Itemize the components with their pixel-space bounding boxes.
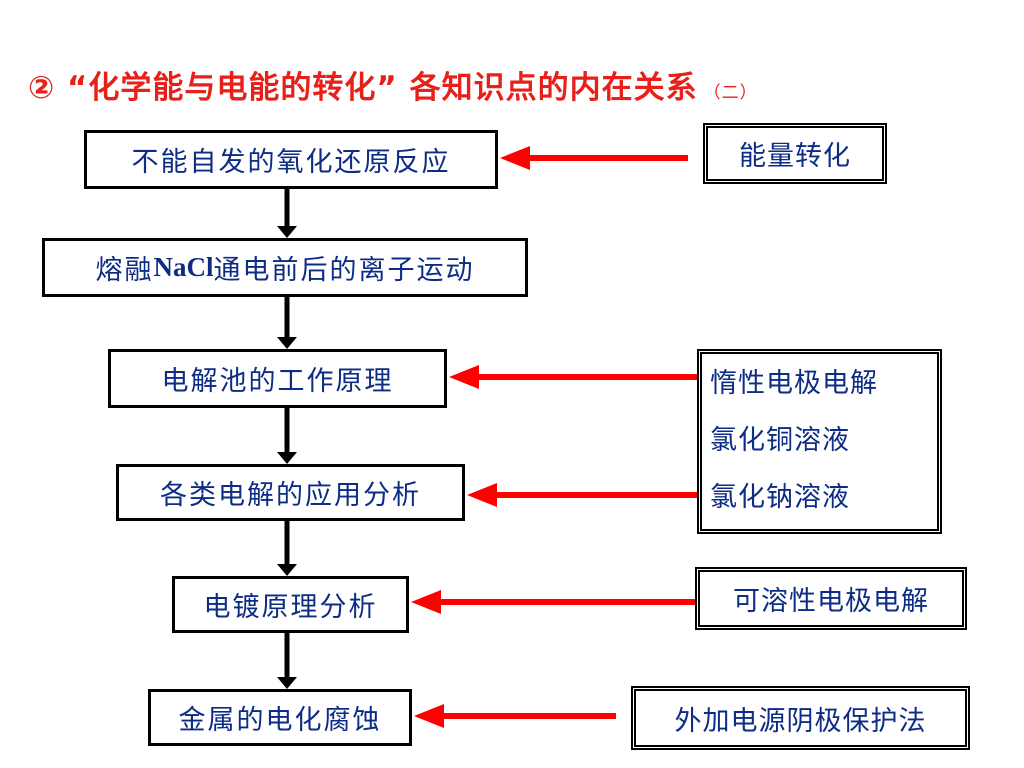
- note-inert-line-1: 惰性电极电解: [710, 368, 878, 399]
- title-main: ② “化学能与电能的转化” 各知识点的内在关系: [28, 70, 698, 106]
- side-arrowhead-energy: [500, 146, 530, 170]
- step-box-5: 电镀原理分析: [172, 576, 409, 633]
- step-label-4: 各类电解的应用分析: [160, 480, 421, 511]
- note-inert-electrolysis: 惰性电极电解 氯化铜溶液 氯化钠溶液: [697, 349, 942, 534]
- step-label-3: 电解池的工作原理: [161, 366, 394, 397]
- step-box-6: 金属的电化腐蚀: [148, 689, 412, 746]
- flow-arrowhead-5: [277, 677, 297, 689]
- note-cathodic-protection: 外加电源阴极保护法: [631, 686, 970, 750]
- note-soluble-electrode: 可溶性电极电解: [695, 567, 967, 630]
- step-label-6: 金属的电化腐蚀: [178, 705, 382, 736]
- flow-arrowhead-1: [277, 226, 297, 238]
- note-inert-line-2: 氯化铜溶液: [710, 425, 850, 456]
- note-protection-label: 外加电源阴极保护法: [674, 705, 927, 737]
- side-arrowhead-corrosion: [414, 704, 444, 728]
- step-label-2-pre: 熔融: [95, 255, 154, 286]
- flow-arrowhead-3: [277, 452, 297, 464]
- flow-arrowhead-4: [277, 564, 297, 576]
- note-soluble-label: 可溶性电极电解: [733, 586, 929, 617]
- side-arrowhead-plating: [411, 590, 441, 614]
- side-arrowhead-application: [467, 483, 497, 507]
- step-box-1: 不能自发的氧化还原反应: [84, 130, 498, 189]
- step-box-3: 电解池的工作原理: [108, 349, 447, 408]
- side-arrowhead-electrolysis: [449, 365, 479, 389]
- step-box-4: 各类电解的应用分析: [116, 464, 465, 521]
- flow-arrowhead-2: [277, 337, 297, 349]
- page-title: ② “化学能与电能的转化” 各知识点的内在关系（二）: [28, 62, 758, 107]
- note-inert-line-3: 氯化钠溶液: [710, 482, 850, 513]
- step-label-1: 不能自发的氧化还原反应: [131, 147, 451, 178]
- note-energy-label: 能量转化: [739, 141, 851, 172]
- note-energy-conversion: 能量转化: [703, 123, 887, 184]
- step-label-2-latin: NaCl: [153, 252, 214, 282]
- step-label-2-post: 通电前后的离子运动: [213, 255, 475, 286]
- title-sub: （二）: [703, 83, 758, 103]
- step-label-5: 电镀原理分析: [203, 592, 378, 623]
